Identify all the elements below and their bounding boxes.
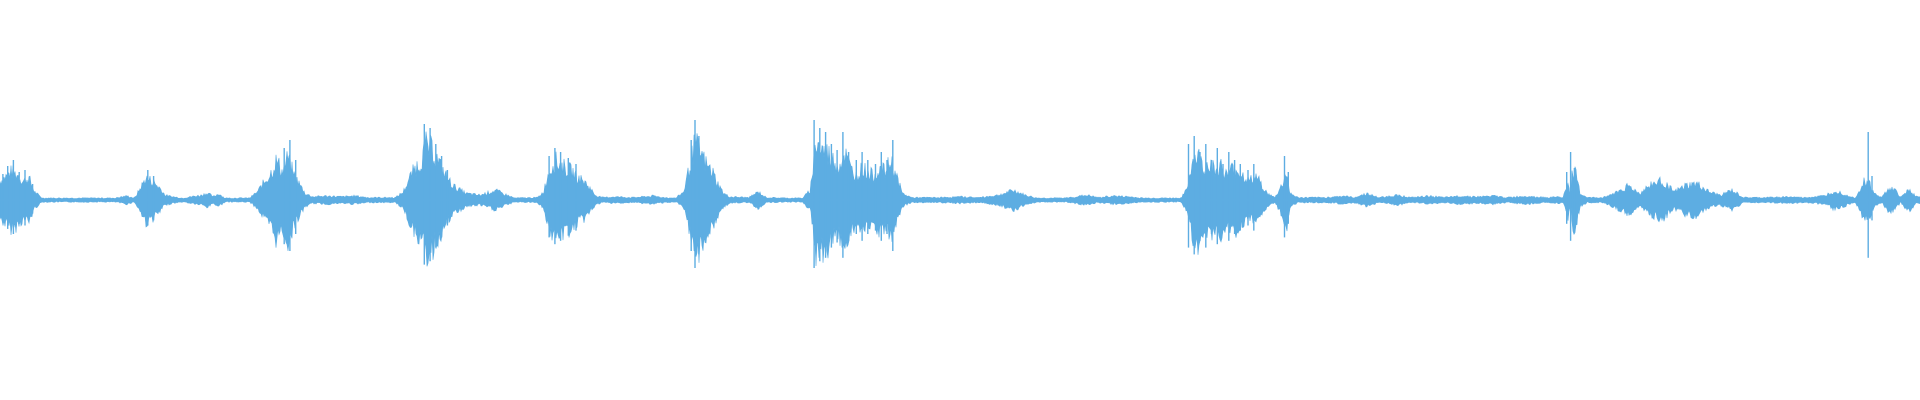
waveform-body bbox=[0, 131, 1920, 267]
waveform-transients bbox=[2, 120, 1873, 268]
waveform-envelope bbox=[0, 131, 1920, 267]
